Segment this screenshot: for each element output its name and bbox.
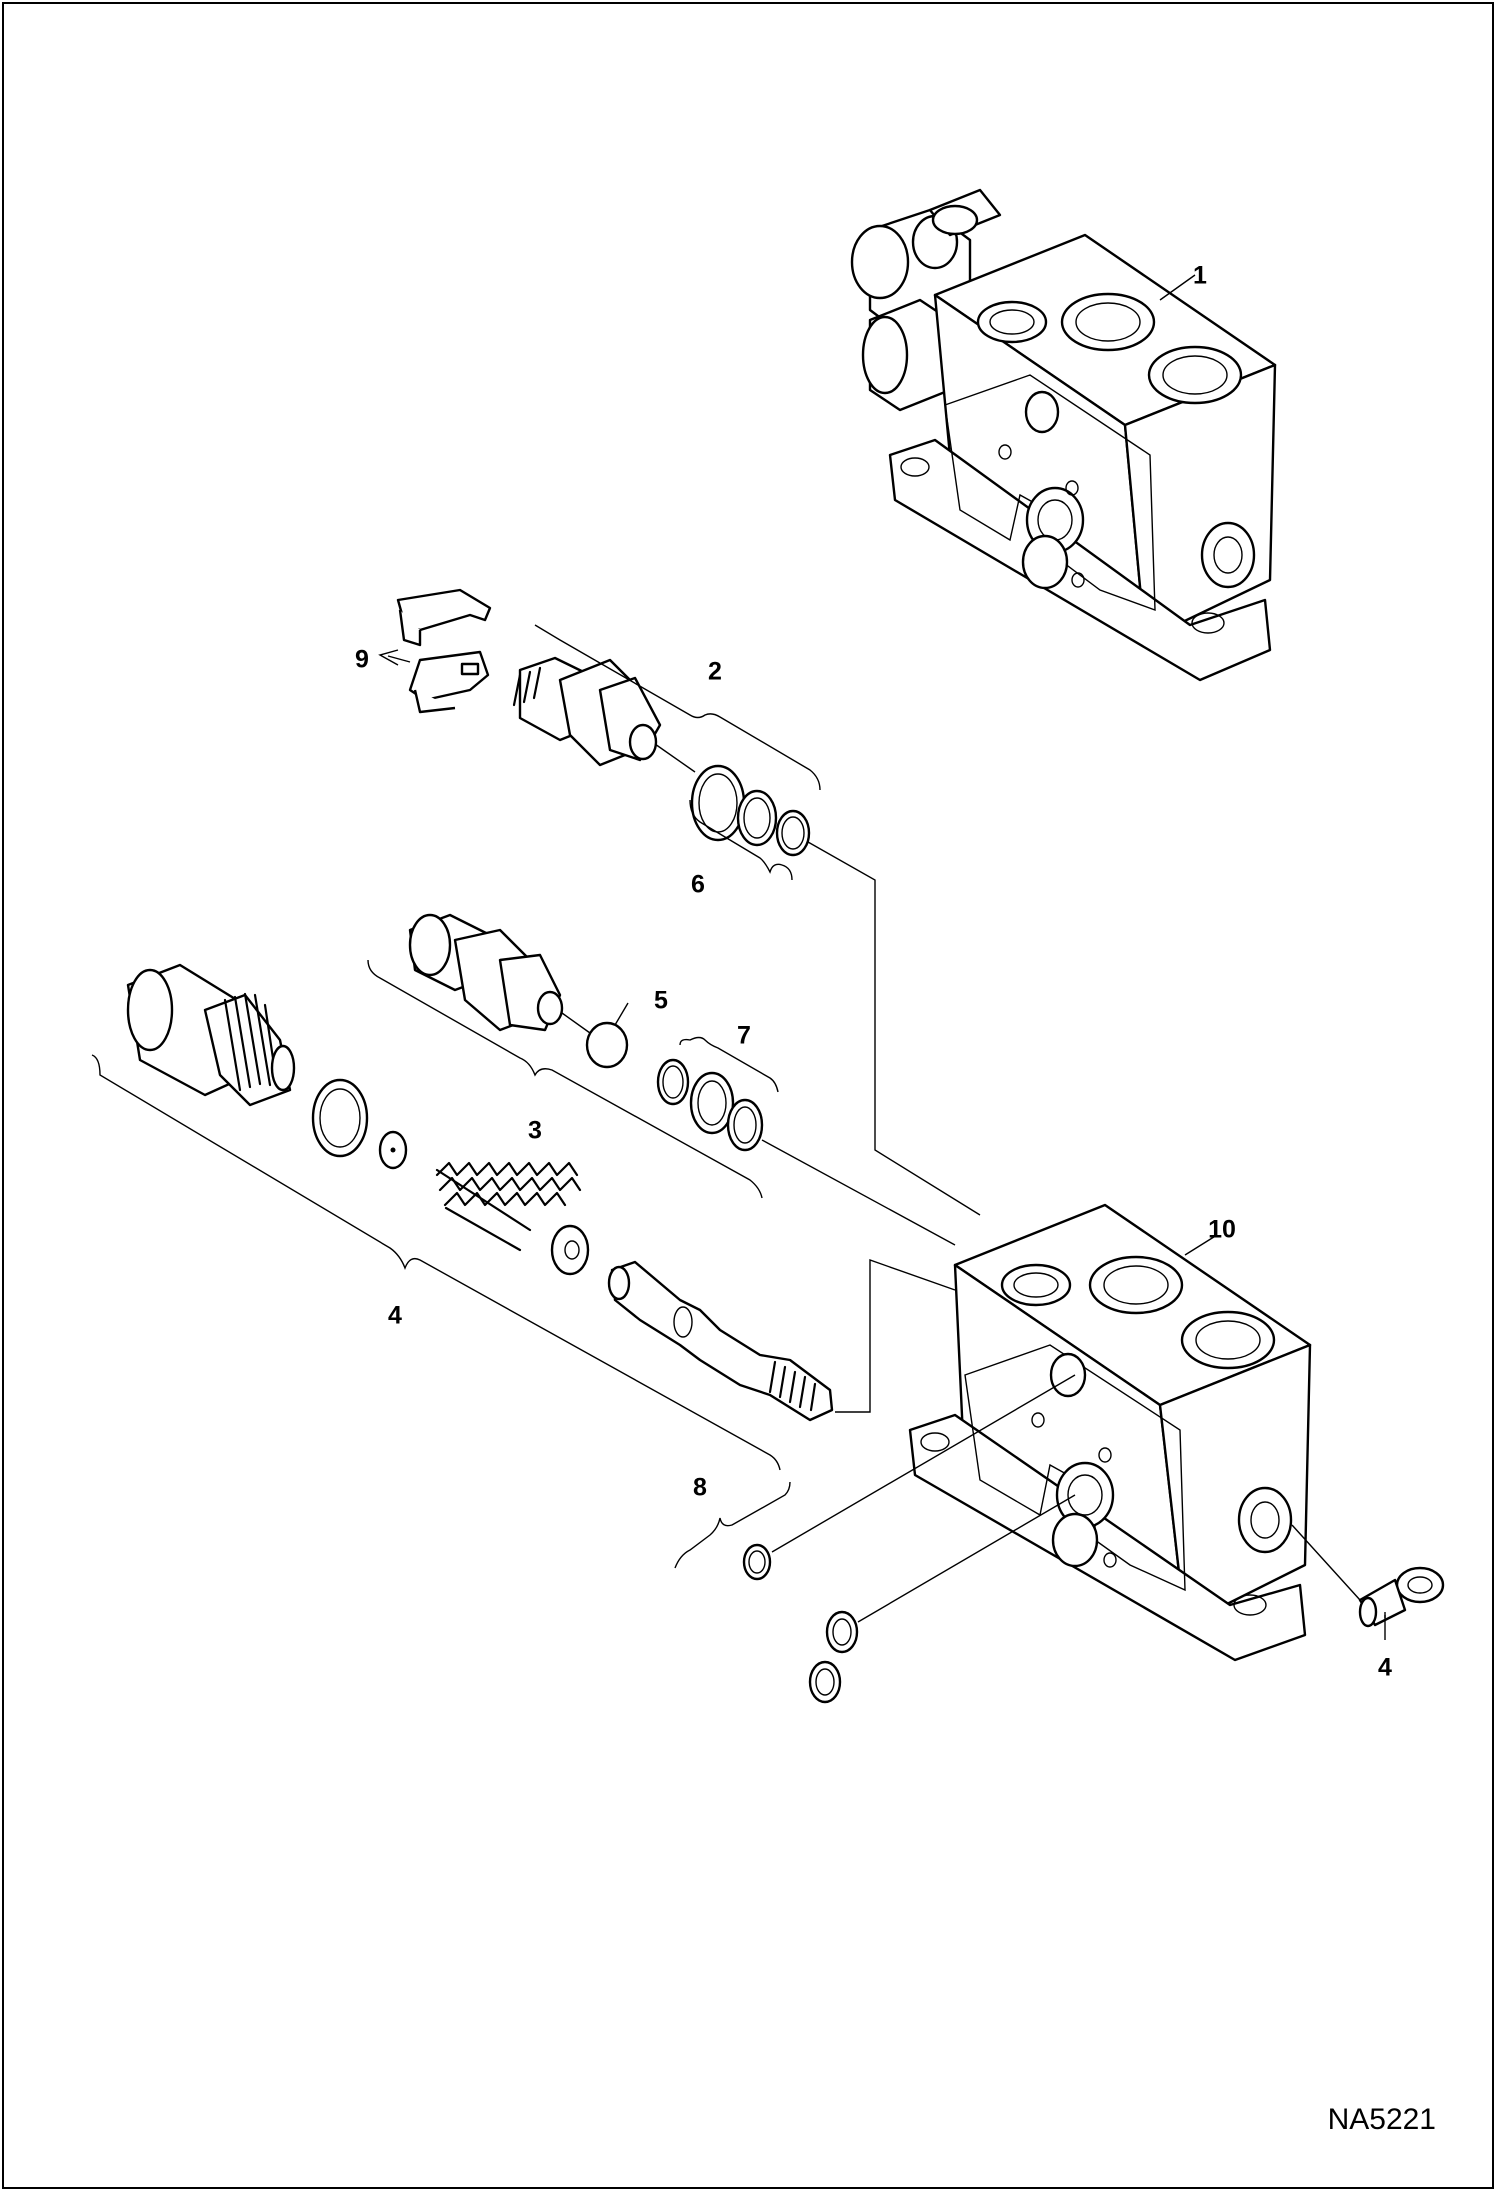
callout-4-plug: 4	[1378, 1653, 1392, 1682]
callout-5: 5	[654, 986, 668, 1015]
callout-10: 10	[1208, 1215, 1236, 1244]
assembly-lines	[387, 274, 1386, 1640]
callout-7: 7	[737, 1021, 751, 1050]
o-rings-lower	[742, 1543, 859, 1704]
callout-8: 8	[693, 1473, 707, 1502]
callout-1: 1	[1193, 261, 1207, 290]
relief-cartridge-middle	[408, 913, 764, 1152]
callout-3: 3	[528, 1116, 542, 1145]
callout-6: 6	[691, 870, 705, 899]
callout-2: 2	[708, 657, 722, 686]
clip-pair	[378, 588, 492, 714]
relief-cartridge-upper	[512, 656, 811, 857]
valve-section-lower	[908, 1203, 1312, 1662]
figure-code: NA5221	[1327, 2103, 1436, 2136]
spool-assembly	[126, 963, 1445, 1628]
brackets	[91, 624, 821, 1569]
callout-4-spool: 4	[388, 1301, 402, 1330]
valve-section-upper	[850, 188, 1277, 682]
callout-9: 9	[355, 645, 369, 674]
